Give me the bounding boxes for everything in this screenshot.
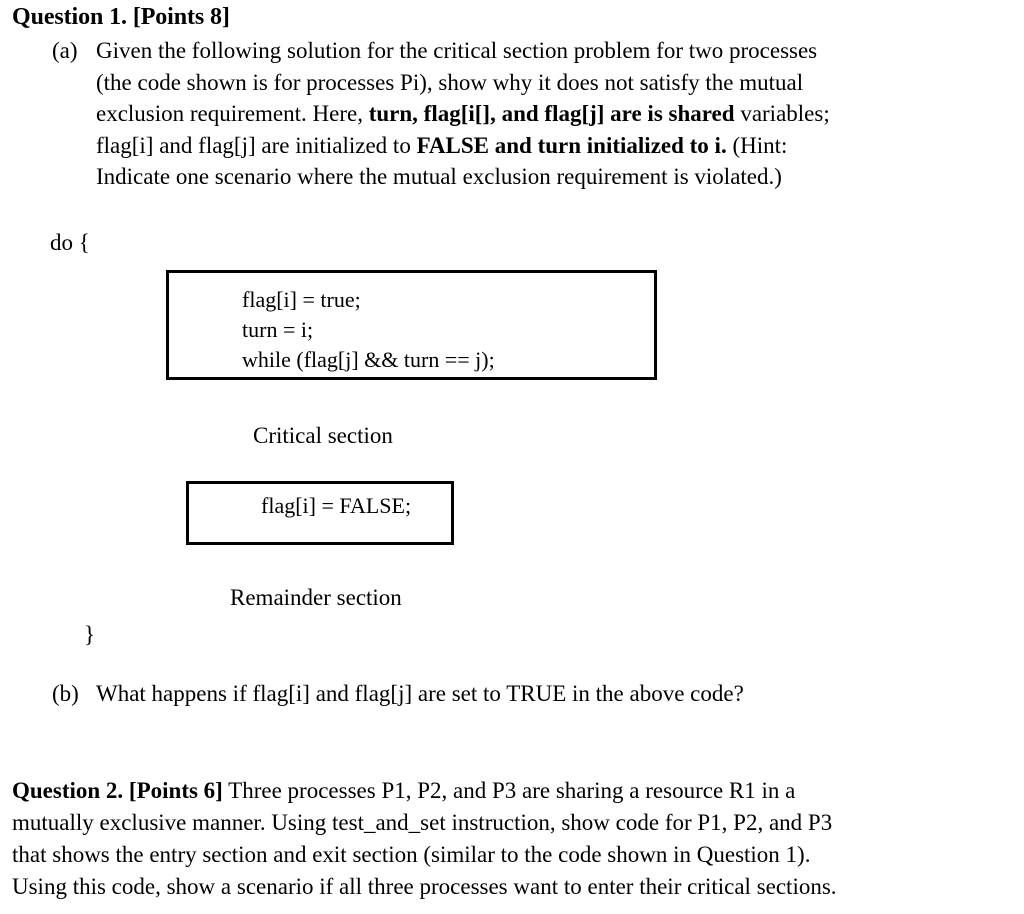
entry-code-line-3: while (flag[j] && turn == j); [242,347,495,372]
remainder-section-label: Remainder section [230,585,402,610]
part-a-marker: (a) [52,38,78,63]
exit-code-line-1: flag[i] = FALSE; [261,493,412,518]
entry-section-code-lines: flag[i] = true; turn = i; while (flag[j]… [242,285,495,375]
do-loop-close-brace: } [84,622,96,647]
entry-section-code-box: flag[i] = true; turn = i; while (flag[j]… [166,270,657,380]
question-2-line-4: Using this code, show a scenario if all … [12,874,837,899]
question-2-line-1-rest: Three processes P1, P2, and P3 are shari… [222,778,796,803]
part-a-line-4-post: (Hint: [726,132,788,158]
part-a-line-2: (the code shown is for processes Pi), sh… [96,69,804,95]
question-2-heading: Question 2. [Points 6] [12,778,223,803]
question-1-part-a: (a) Given the following solution for the… [52,35,1002,193]
part-a-text: Given the following solution for the cri… [96,35,1002,193]
critical-section-label: Critical section [253,423,393,448]
part-a-line-3-pre: exclusion requirement. Here, [96,101,369,126]
part-a-line-4: flag[i] and flag[j] are initialized to F… [96,130,1002,162]
question-2-block: Question 2. [Points 6] Three processes P… [12,775,1017,903]
question-2-line-2: mutually exclusive manner. Using test_an… [12,810,833,835]
part-b-text: What happens if flag[i] and flag[j] are … [96,681,744,706]
question-1-heading: Question 1. [Points 8] [12,4,230,30]
exit-section-code-box: flag[i] = FALSE; [186,481,454,545]
part-a-line-4-bold: FALSE and turn initialized to i. [416,132,727,158]
part-a-line-3-post: variables; [734,101,830,126]
question-2-line-1: Question 2. [Points 6] Three processes P… [12,775,1017,807]
part-a-line-5: Indicate one scenario where the mutual e… [96,164,782,189]
entry-code-line-1: flag[i] = true; [242,287,361,312]
question-1-part-b: (b) What happens if flag[i] and flag[j] … [52,678,1002,710]
part-b-marker: (b) [52,681,79,706]
exit-section-code-lines: flag[i] = FALSE; [261,491,411,521]
part-a-line-4-pre: flag[i] and flag[j] are initialized to [96,132,417,158]
part-a-line-1: Given the following solution for the cri… [96,38,818,63]
question-2-line-3: that shows the entry section and exit se… [12,842,811,867]
do-loop-open-brace: do { [50,230,90,255]
part-a-line-3-bold: turn, flag[i[], and flag[j] are is share… [368,101,735,126]
entry-code-line-2: turn = i; [242,317,314,342]
part-a-line-3: exclusion requirement. Here, turn, flag[… [96,98,1002,130]
